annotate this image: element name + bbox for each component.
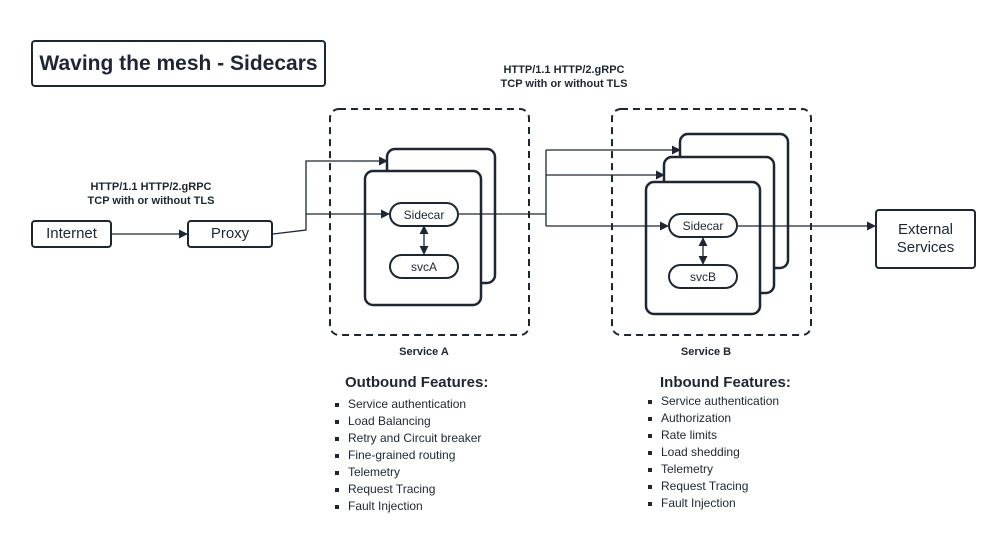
outbound-feature-item: Load Balancing [335, 413, 481, 430]
proxy-node: Proxy [187, 220, 273, 248]
inbound-feature-item: Authorization [648, 410, 779, 427]
protocol-top-line1: HTTP/1.1 HTTP/2.gRPC [503, 64, 625, 76]
protocol-left-line2: TCP with or without TLS [87, 195, 215, 207]
outbound-feature-item: Retry and Circuit breaker [335, 430, 481, 447]
inbound-feature-item: Request Tracing [648, 478, 779, 495]
protocol-label-top: HTTP/1.1 HTTP/2.gRPC TCP with or without… [474, 63, 654, 91]
arrow-proxy-to-service-a-back [272, 156, 388, 235]
service-a-app: svcA [389, 254, 459, 279]
service-a-container [329, 108, 530, 336]
outbound-feature-item: Service authentication [335, 396, 481, 413]
protocol-label-left: HTTP/1.1 HTTP/2.gRPC TCP with or without… [61, 180, 241, 208]
outbound-feature-item: Request Tracing [335, 481, 481, 498]
outbound-features-list: Service authentication Load Balancing Re… [335, 396, 481, 515]
service-a-card-front [363, 169, 483, 307]
outbound-feature-item: Fine-grained routing [335, 447, 481, 464]
service-b-container [611, 108, 812, 336]
internet-node: Internet [31, 220, 112, 248]
outbound-features-title: Outbound Features: [345, 374, 489, 391]
service-a-label: Service A [399, 346, 449, 358]
service-b-sidecar: Sidecar [668, 213, 738, 238]
outbound-feature-item: Telemetry [335, 464, 481, 481]
inbound-feature-item: Load shedding [648, 444, 779, 461]
protocol-top-line2: TCP with or without TLS [500, 78, 628, 90]
service-b-label: Service B [680, 346, 732, 358]
outbound-feature-item: Fault Injection [335, 498, 481, 515]
external-services-node: External Services [875, 209, 976, 269]
inbound-feature-item: Fault Injection [648, 495, 779, 512]
protocol-left-line1: HTTP/1.1 HTTP/2.gRPC [90, 181, 212, 193]
inbound-features-list: Service authentication Authorization Rat… [648, 393, 779, 512]
service-a-sidecar: Sidecar [389, 202, 459, 227]
inbound-feature-item: Telemetry [648, 461, 779, 478]
inbound-features-title: Inbound Features: [660, 374, 791, 391]
service-b-app: svcB [668, 264, 738, 289]
inbound-feature-item: Rate limits [648, 427, 779, 444]
diagram-title: Waving the mesh - Sidecars [31, 40, 326, 87]
inbound-feature-item: Service authentication [648, 393, 779, 410]
